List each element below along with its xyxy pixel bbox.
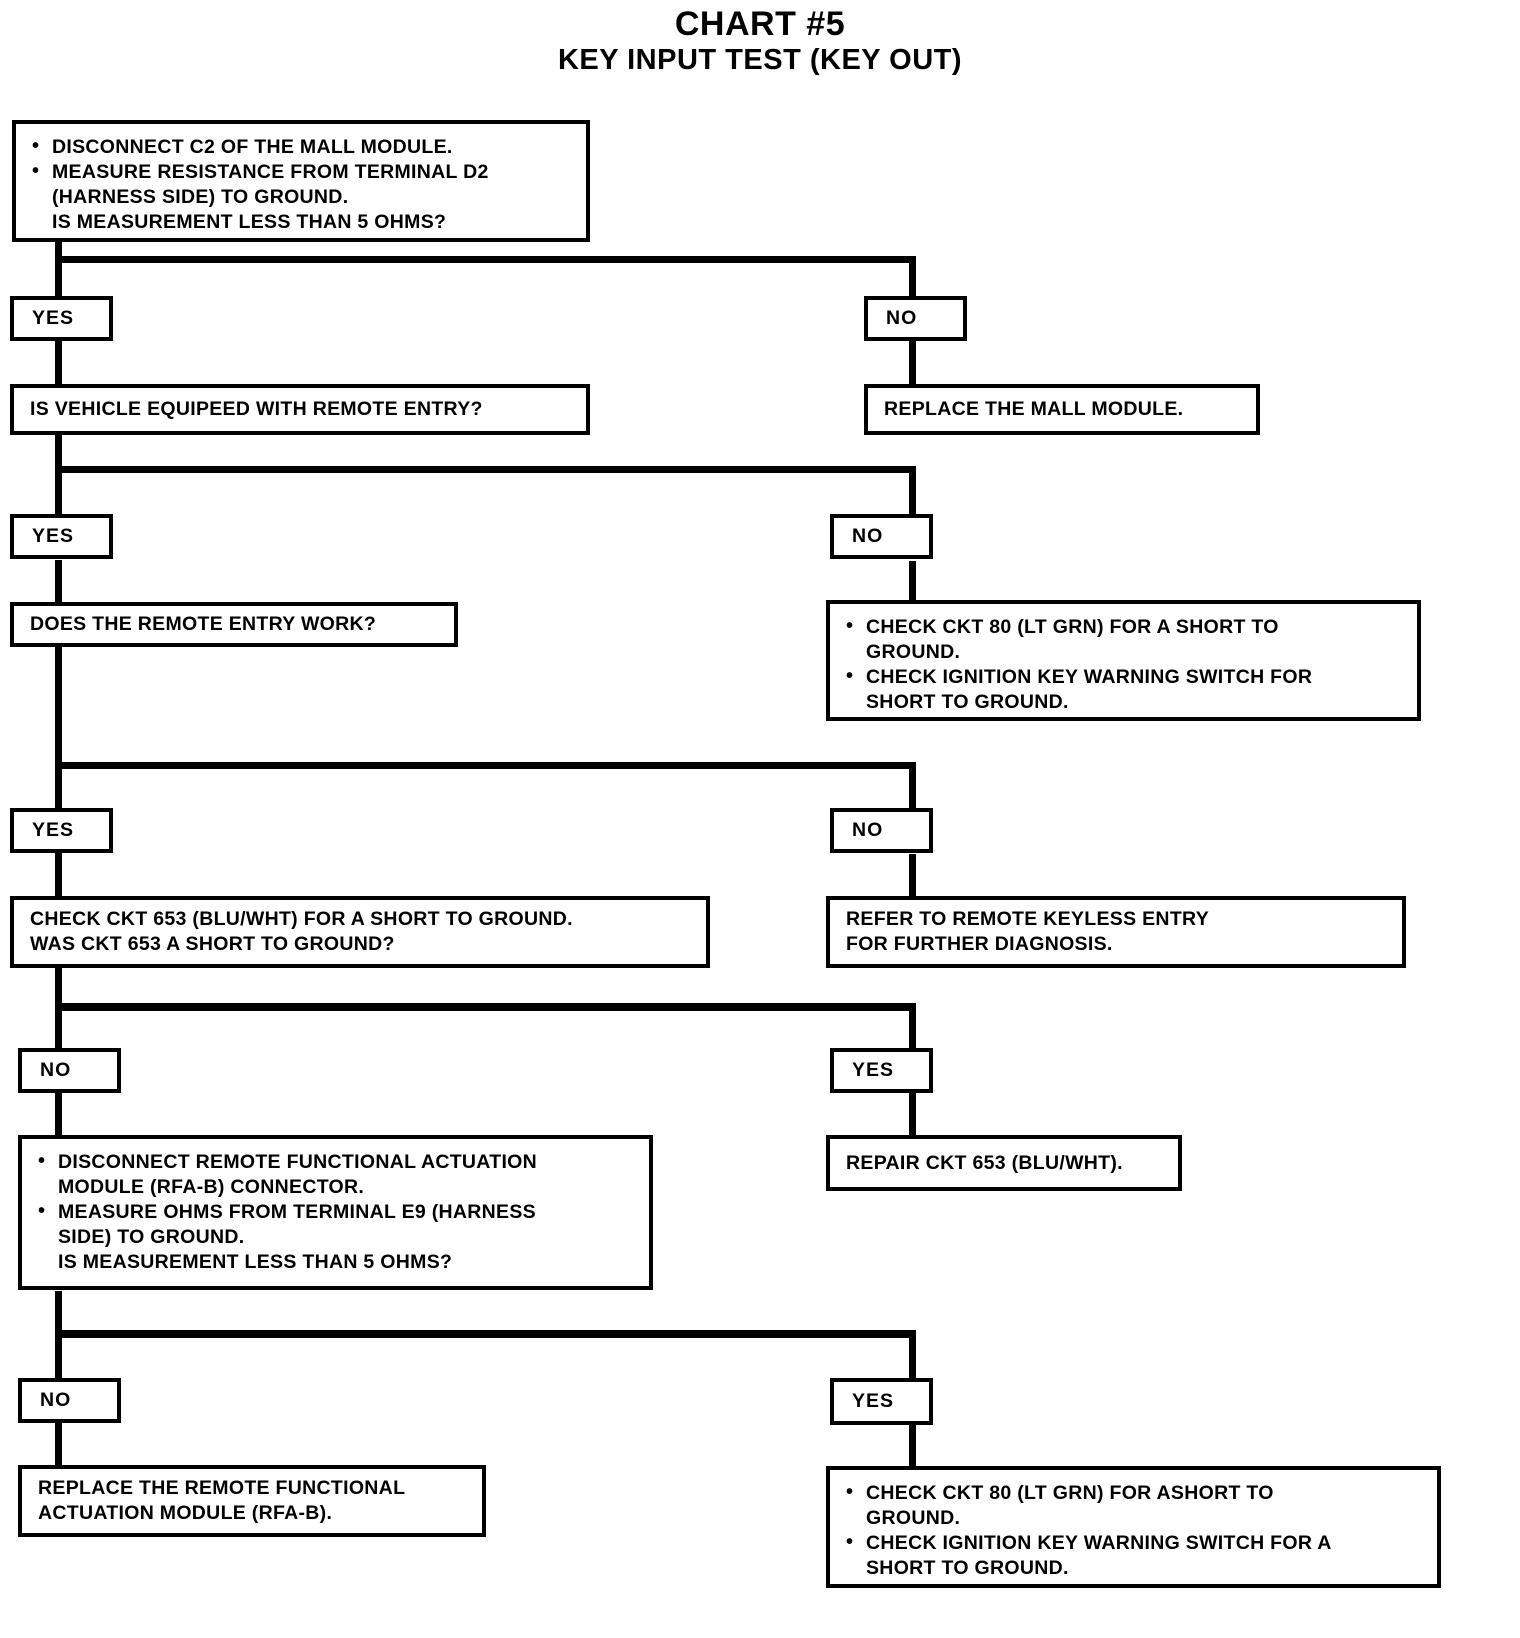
node-q2-remote-entry-equipped[interactable]: IS VEHICLE EQUIPEED WITH REMOTE ENTRY? xyxy=(10,384,590,435)
node-q3-text: DOES THE REMOTE ENTRY WORK? xyxy=(30,613,377,635)
label-q2-no[interactable]: NO xyxy=(830,514,933,559)
connector-q3-no-drop xyxy=(909,762,916,811)
connector-q4-no-to-q5 xyxy=(55,1093,62,1137)
node-q4-text: CHECK CKT 653 (BLU/WHT) FOR A SHORT TO G… xyxy=(30,908,573,955)
node-replace-rfa-b-module-text: REPLACE THE REMOTE FUNCTIONAL ACTUATION … xyxy=(38,1477,406,1524)
node-check-ckt80-short-a-line-2: CHECK IGNITION KEY WARNING SWITCH FOR SH… xyxy=(844,664,1403,715)
node-refer-remote-keyless-entry[interactable]: REFER TO REMOTE KEYLESS ENTRY FOR FURTHE… xyxy=(826,896,1406,968)
node-q1-line-2: MEASURE RESISTANCE FROM TERMINAL D2 (HAR… xyxy=(30,159,572,210)
node-replace-mall-module-text: REPLACE THE MALL MODULE. xyxy=(884,398,1184,420)
node-q1-line-1: DISCONNECT C2 OF THE MALL MODULE. xyxy=(30,134,572,160)
label-q5-yes[interactable]: YES xyxy=(830,1378,933,1425)
node-check-ckt80-short-b-line-2: CHECK IGNITION KEY WARNING SWITCH FOR A … xyxy=(844,1530,1423,1581)
connector-q1-no-drop xyxy=(909,256,916,298)
connector-q3-branch xyxy=(62,762,916,769)
node-replace-mall-module[interactable]: REPLACE THE MALL MODULE. xyxy=(864,384,1260,435)
connector-q4-yes-drop xyxy=(909,1003,916,1050)
node-check-ckt80-short-b-line-1: CHECK CKT 80 (LT GRN) FOR ASHORT TO GROU… xyxy=(844,1480,1423,1531)
connector-q5-branch xyxy=(62,1330,916,1338)
label-q3-yes-text: YES xyxy=(32,819,75,841)
connector-q2-branch xyxy=(62,466,916,473)
label-q3-yes[interactable]: YES xyxy=(10,808,113,853)
node-q5-line-1: DISCONNECT REMOTE FUNCTIONAL ACTUATION M… xyxy=(36,1149,635,1200)
label-q3-no-text: NO xyxy=(852,819,884,841)
label-q5-yes-text: YES xyxy=(852,1390,895,1412)
page-title: CHART #5 xyxy=(674,5,846,43)
connector-q3-stem xyxy=(55,645,62,811)
connector-q2-yes-to-q3 xyxy=(55,560,62,605)
connector-q5-no-to-answer xyxy=(55,1423,62,1466)
label-q4-yes-text: YES xyxy=(852,1059,895,1081)
node-q1-measure-resistance[interactable]: DISCONNECT C2 OF THE MALL MODULE. MEASUR… xyxy=(12,120,590,242)
connector-q5-stem xyxy=(55,1291,62,1380)
label-q2-yes-text: YES xyxy=(32,525,75,547)
connector-q3-no-to-answer xyxy=(909,854,916,898)
label-q4-no[interactable]: NO xyxy=(18,1048,121,1093)
connector-q2-stem xyxy=(55,428,62,518)
node-replace-rfa-b-module[interactable]: REPLACE THE REMOTE FUNCTIONAL ACTUATION … xyxy=(18,1465,486,1537)
node-check-ckt80-short-a-line-1: CHECK CKT 80 (LT GRN) FOR A SHORT TO GRO… xyxy=(844,614,1403,665)
node-repair-ckt653-text: REPAIR CKT 653 (BLU/WHT). xyxy=(846,1151,1123,1174)
label-q5-no-text: NO xyxy=(40,1389,72,1411)
node-q5-line-3: IS MEASUREMENT LESS THAN 5 OHMS? xyxy=(58,1251,453,1273)
label-q4-yes[interactable]: YES xyxy=(830,1048,933,1093)
node-q2-text: IS VEHICLE EQUIPEED WITH REMOTE ENTRY? xyxy=(30,398,483,420)
label-q3-no[interactable]: NO xyxy=(830,808,933,853)
node-q5-line-2: MEASURE OHMS FROM TERMINAL E9 (HARNESS S… xyxy=(36,1199,635,1250)
label-q1-yes[interactable]: YES xyxy=(10,296,113,341)
connector-q4-yes-to-answer xyxy=(909,1093,916,1136)
page-subtitle: KEY INPUT TEST (KEY OUT) xyxy=(557,44,963,76)
connector-q2-no-to-answer xyxy=(909,561,916,602)
connector-q2-no-drop xyxy=(909,466,916,518)
node-q1-line-3: IS MEASUREMENT LESS THAN 5 OHMS? xyxy=(52,211,447,233)
node-q3-does-remote-entry-work[interactable]: DOES THE REMOTE ENTRY WORK? xyxy=(10,602,458,647)
label-q2-no-text: NO xyxy=(852,525,884,547)
label-q5-no[interactable]: NO xyxy=(18,1378,121,1423)
connector-q3-yes-to-q4 xyxy=(55,853,62,897)
node-repair-ckt653[interactable]: REPAIR CKT 653 (BLU/WHT). xyxy=(826,1135,1182,1191)
label-q1-no[interactable]: NO xyxy=(864,296,967,341)
node-q5-measure-ohms-e9[interactable]: DISCONNECT REMOTE FUNCTIONAL ACTUATION M… xyxy=(18,1135,653,1290)
connector-q1-no-to-answer xyxy=(909,341,916,385)
label-q1-no-text: NO xyxy=(886,307,918,329)
node-refer-remote-keyless-entry-text: REFER TO REMOTE KEYLESS ENTRY FOR FURTHE… xyxy=(846,908,1209,955)
connector-q5-yes-drop xyxy=(909,1330,916,1380)
node-q4-check-ckt653[interactable]: CHECK CKT 653 (BLU/WHT) FOR A SHORT TO G… xyxy=(10,896,710,968)
label-q2-yes[interactable]: YES xyxy=(10,514,113,559)
label-q4-no-text: NO xyxy=(40,1059,72,1081)
connector-q5-yes-to-answer xyxy=(909,1425,916,1468)
node-check-ckt80-short-a[interactable]: CHECK CKT 80 (LT GRN) FOR A SHORT TO GRO… xyxy=(826,600,1421,721)
connector-q1-branch xyxy=(62,256,916,263)
connector-q4-branch xyxy=(62,1003,916,1011)
label-q1-yes-text: YES xyxy=(32,307,75,329)
node-check-ckt80-short-b[interactable]: CHECK CKT 80 (LT GRN) FOR ASHORT TO GROU… xyxy=(826,1466,1441,1588)
connector-q1-stem xyxy=(55,240,62,298)
connector-q4-stem xyxy=(55,968,62,1050)
connector-q1-yes-to-q2 xyxy=(55,340,62,385)
